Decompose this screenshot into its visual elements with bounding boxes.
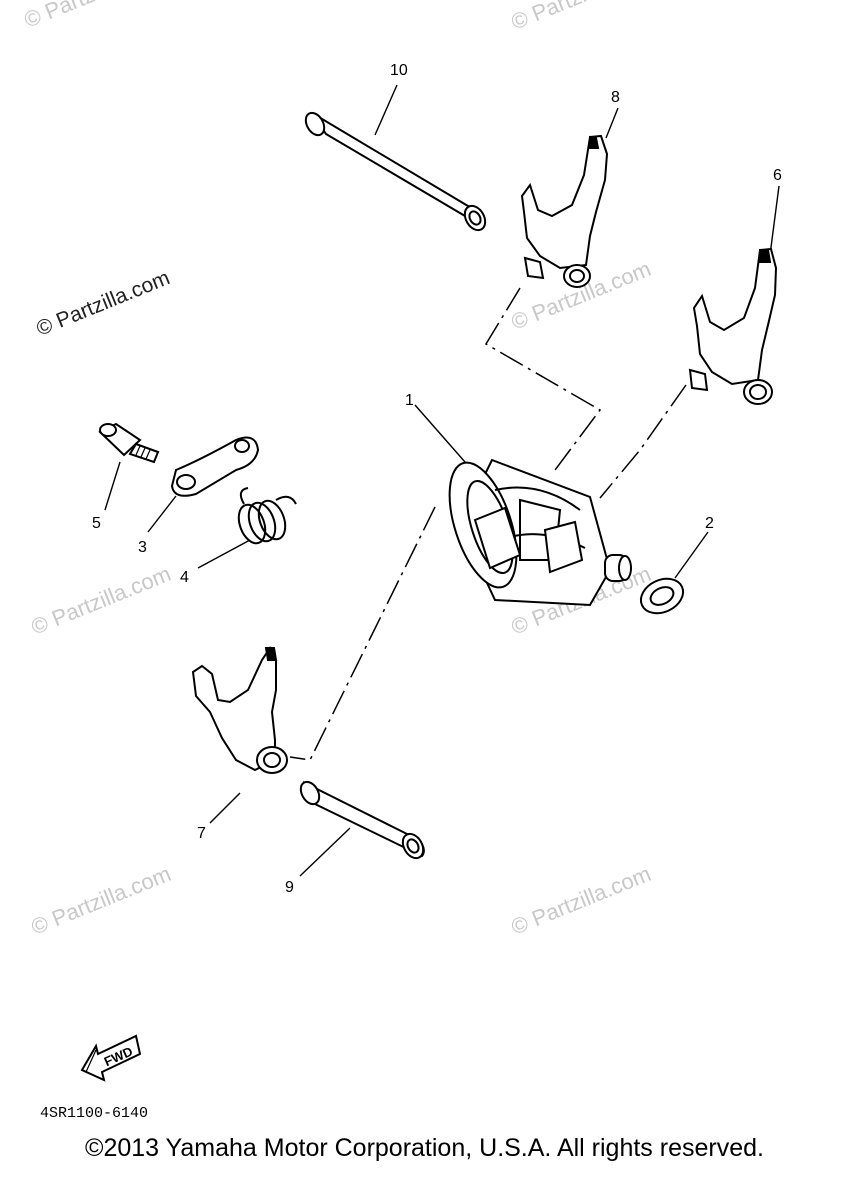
watermark-text: © Partzilla.com [28, 861, 175, 940]
watermark-text: © Partzilla.com [21, 0, 168, 33]
copyright-notice: ©2013 Yamaha Motor Corporation, U.S.A. A… [85, 1134, 764, 1162]
bolt [98, 422, 160, 464]
callout-4: 4 [180, 569, 189, 586]
watermark-text: © Partzilla.com [508, 0, 655, 35]
diagram-code: 4SR1100-6140 [40, 1105, 148, 1122]
stopper-lever [170, 436, 260, 497]
shift-fork-right [688, 247, 778, 405]
washer [639, 577, 685, 615]
shift-fork-upper [520, 134, 609, 288]
callout-10: 10 [390, 62, 408, 79]
shift-fork-lower [191, 646, 288, 774]
callout-5: 5 [92, 515, 101, 532]
callout-8: 8 [611, 89, 620, 106]
shift-shaft-lower [299, 780, 425, 860]
shift-shaft-upper [304, 111, 487, 232]
callout-labels: 1 2 3 4 5 6 7 8 9 10 [92, 62, 782, 896]
watermark-text: © Partzilla.com [28, 561, 175, 640]
callout-7: 7 [197, 825, 206, 842]
callout-2: 2 [705, 515, 714, 532]
shift-cam-drum [448, 458, 632, 607]
torsion-spring [237, 487, 297, 545]
callout-3: 3 [138, 539, 147, 556]
callout-9: 9 [285, 879, 294, 896]
leader-lines [104, 84, 780, 877]
watermark-text: © Partzilla.com [33, 266, 173, 340]
fwd-label: FWD [102, 1044, 135, 1070]
watermark-text: © Partzilla.com [508, 861, 655, 940]
callout-1: 1 [405, 392, 414, 409]
assembly-lines [289, 287, 687, 761]
fwd-arrow-icon [80, 1034, 142, 1082]
callout-6: 6 [773, 167, 782, 184]
